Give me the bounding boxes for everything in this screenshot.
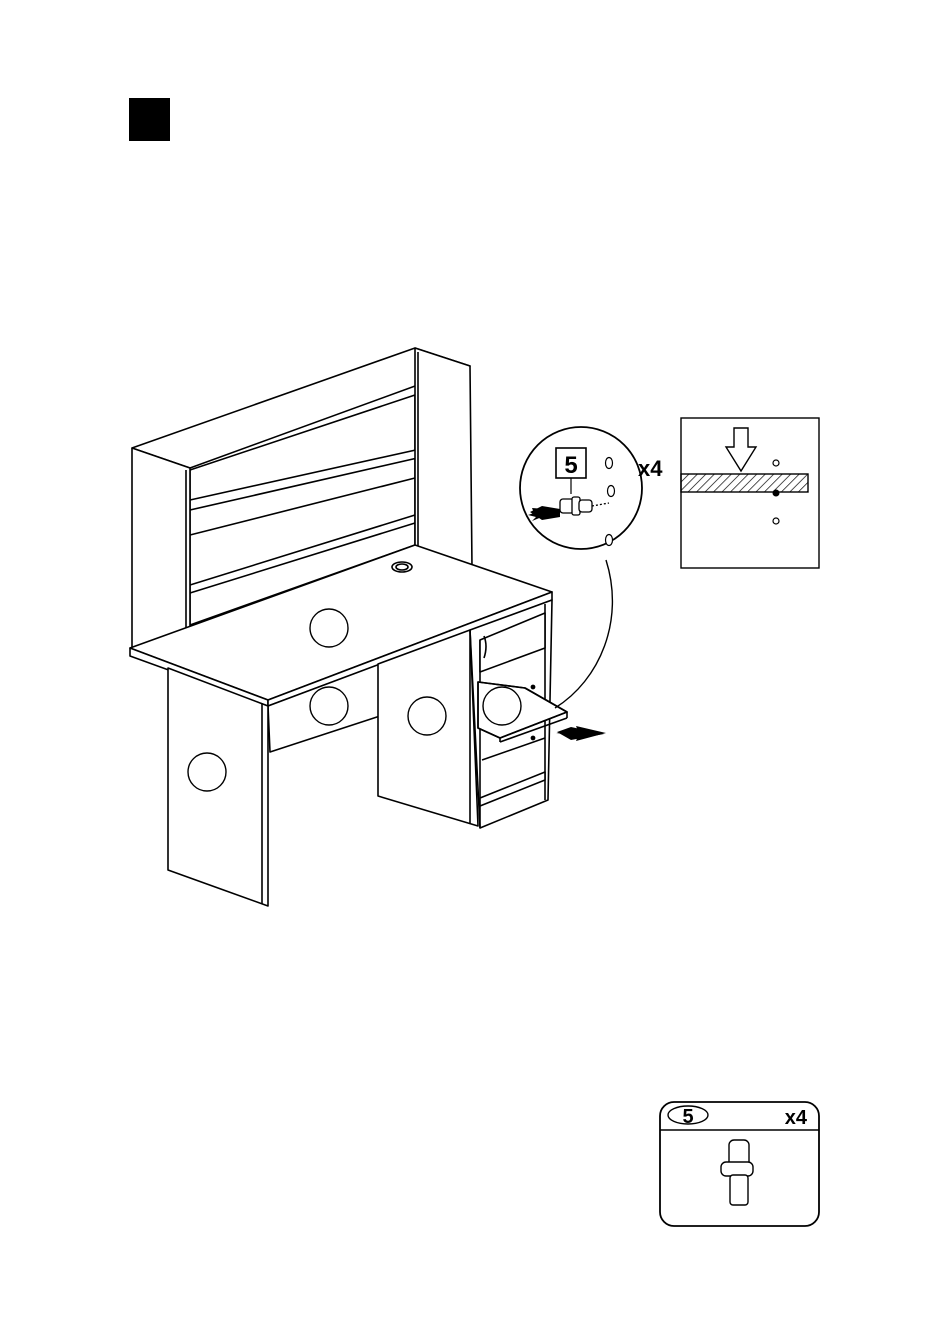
part-circle-desk-top — [310, 609, 348, 647]
part-circle-tray — [483, 687, 521, 725]
detail-quantity: x4 — [638, 456, 663, 481]
detail-callout: 5 — [520, 427, 642, 549]
part-circle-inner-panel — [408, 697, 446, 735]
hutch-right-panel — [415, 348, 472, 568]
parts-quantity: x4 — [785, 1107, 808, 1129]
part-circle-left-leg — [188, 753, 226, 791]
parts-part-number: 5 — [682, 1106, 693, 1128]
detail-part-number: 5 — [564, 452, 577, 479]
detail-leader-line — [555, 560, 612, 708]
part-circle-modesty — [310, 687, 348, 725]
section-detail-box — [681, 418, 819, 568]
hatched-shelf-section — [681, 474, 808, 492]
